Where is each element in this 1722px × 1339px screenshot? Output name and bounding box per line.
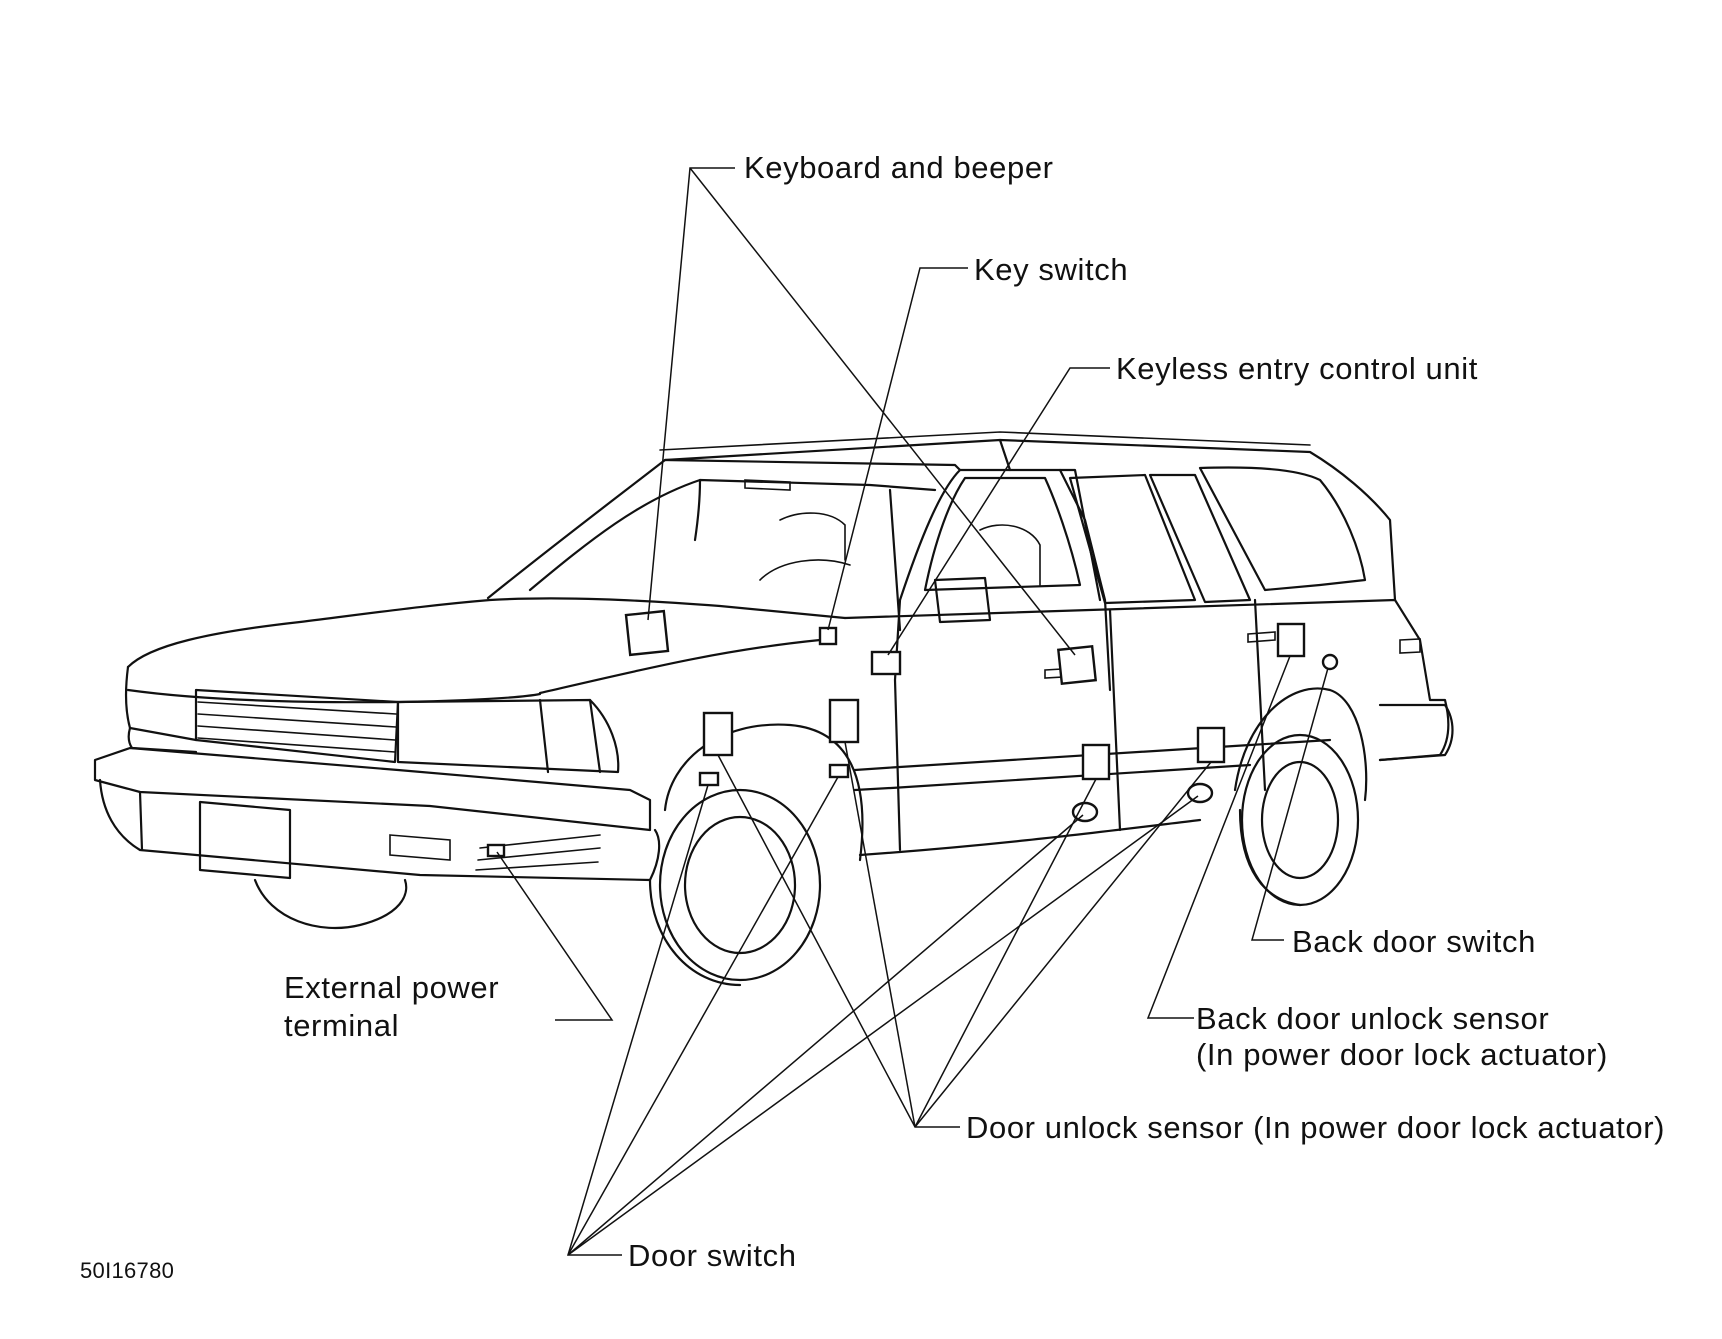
key-switch-part <box>818 626 838 646</box>
leader-lines <box>496 167 1329 1256</box>
door-unlock-sensor-part-2 <box>828 698 860 744</box>
label-keyless-entry-control-unit: Keyless entry control unit <box>1116 351 1478 386</box>
door-switch-part-3 <box>1071 801 1099 823</box>
figure-code: 50I16780 <box>80 1258 175 1283</box>
door-switch-part-4 <box>1186 782 1214 804</box>
label-key-switch: Key switch <box>974 252 1129 287</box>
keyless-entry-unit-part <box>870 650 902 676</box>
label-back-door-unlock-sensor: Back door unlock sensor <box>1196 1001 1550 1036</box>
car-body <box>93 431 1454 987</box>
keyboard-part-rear <box>1056 644 1098 686</box>
label-door-unlock-sensor: Door unlock sensor (In power door lock a… <box>966 1110 1666 1145</box>
keyboard-part <box>624 609 670 657</box>
label-keyboard-and-beeper: Keyboard and beeper <box>744 150 1054 185</box>
label-external-power-terminal: External power <box>284 970 500 1005</box>
label-back-door-switch: Back door switch <box>1292 924 1536 959</box>
door-switch-part-1 <box>698 771 720 787</box>
label-back-door-unlock-sensor-note: (In power door lock actuator) <box>1196 1037 1608 1072</box>
back-door-switch-part <box>1321 653 1339 671</box>
back-door-unlock-sensor-part <box>1276 622 1306 658</box>
external-power-terminal-part <box>486 843 506 858</box>
door-switch-part-2 <box>828 763 850 779</box>
label-door-switch: Door switch <box>628 1238 797 1273</box>
door-unlock-sensor-part-3 <box>1081 743 1111 781</box>
door-unlock-sensor-part-4 <box>1196 726 1226 764</box>
door-unlock-sensor-part-1 <box>702 711 734 757</box>
label-external-power-terminal-line2: terminal <box>284 1008 400 1043</box>
component-parts <box>486 609 1339 858</box>
